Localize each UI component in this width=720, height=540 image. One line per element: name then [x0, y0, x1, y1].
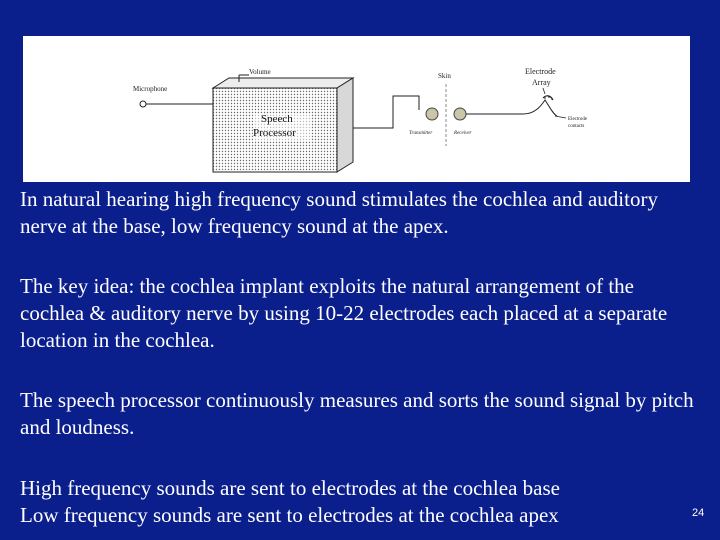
paragraph-speech-processor: The speech processor continuously measur… [20, 388, 694, 439]
volume-label: Volume [249, 68, 271, 76]
paragraph-frequency-routing: High frequency sounds are sent to electr… [20, 475, 700, 529]
electrode-array-label-line2: Array [532, 78, 551, 87]
electrode-contacts-label-line1: Electrode [568, 117, 588, 122]
speech-processor-label-line2: Processor [253, 127, 296, 139]
electrode-contacts-arrow [554, 115, 567, 119]
transmitter-label: Transmitter [409, 131, 432, 136]
receiver-label: Receiver [453, 131, 472, 136]
electrode-contacts-label-line2: contacts [568, 124, 584, 129]
paragraph-key-idea: The key idea: the cochlea implant exploi… [20, 274, 668, 352]
electrode-wire [466, 99, 558, 117]
diagram-svg: Microphone Speech Processor Volume Trans… [133, 67, 588, 173]
low-frequency-line: Low frequency sounds are sent to electro… [20, 503, 559, 527]
paragraph-natural-hearing: In natural hearing high frequency sound … [20, 187, 658, 238]
cochlear-implant-diagram: Microphone Speech Processor Volume Trans… [23, 36, 690, 182]
slide-number: 24 [692, 507, 705, 519]
volume-knob-icon [238, 74, 249, 82]
cable-line [353, 95, 420, 129]
speech-processor-label-line1: Speech [261, 113, 293, 125]
microphone-label: Microphone [133, 85, 167, 93]
electrode-array-pointer [542, 87, 546, 95]
speech-processor-box [211, 77, 355, 173]
receiver-icon [453, 107, 467, 121]
transmitter-icon [425, 107, 439, 121]
high-frequency-line: High frequency sounds are sent to electr… [20, 476, 560, 500]
electrode-array-label-line1: Electrode [525, 67, 556, 76]
electrode-array-icon [542, 95, 554, 101]
microphone-icon [139, 100, 213, 108]
skin-label: Skin [438, 72, 451, 80]
